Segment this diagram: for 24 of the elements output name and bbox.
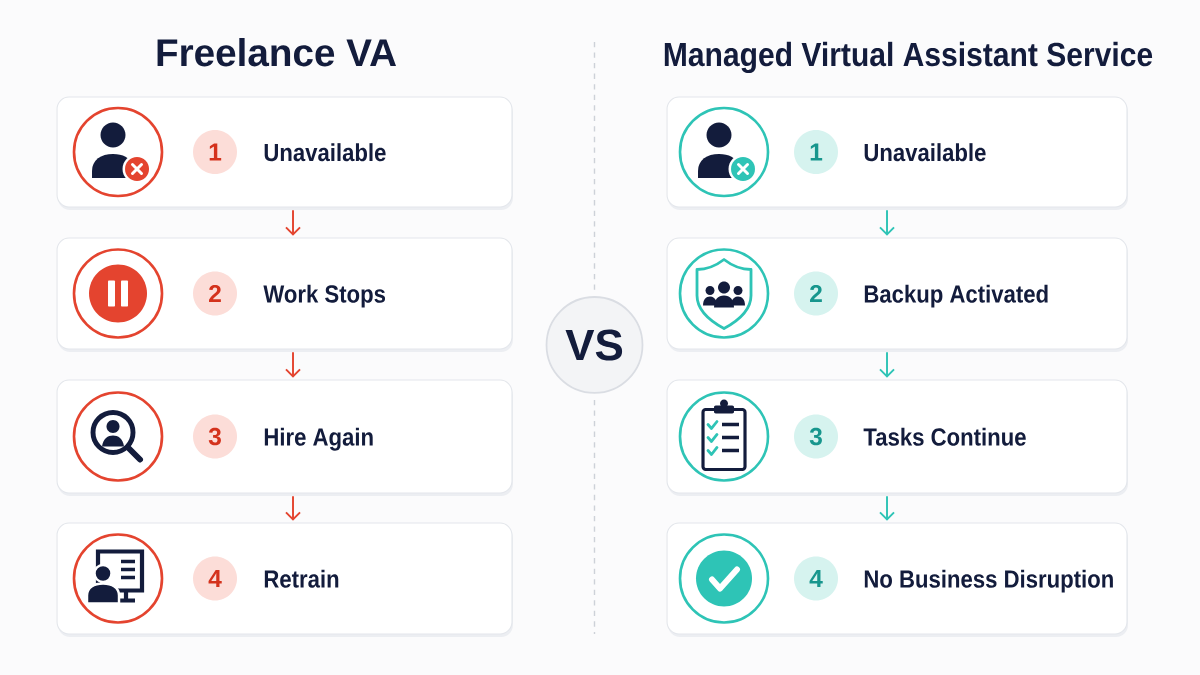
column-heading: Managed Virtual Assistant Service	[664, 41, 1153, 74]
number-badge: 4	[193, 556, 237, 601]
arrow	[879, 351, 895, 378]
step-label: No Business Disruption	[864, 569, 1113, 593]
step-label: Hire Again	[264, 427, 373, 451]
arrow	[285, 209, 301, 236]
number-badge: 1	[193, 130, 237, 174]
number-badge: 1	[794, 130, 838, 174]
column-heading: Freelance VA	[157, 37, 396, 67]
arrow	[285, 351, 301, 378]
number-badge: 3	[193, 414, 237, 459]
number-badge: 4	[794, 556, 838, 601]
arrow	[285, 495, 301, 521]
step-label: Backup Activated	[864, 284, 1048, 308]
number-badge: 2	[794, 271, 838, 316]
arrow	[879, 209, 895, 236]
step-label: Work Stops	[263, 284, 386, 308]
step-label: Retrain	[264, 569, 339, 588]
number-badge: 3	[794, 414, 838, 459]
step-label: Unavailable	[864, 143, 986, 162]
arrow	[879, 495, 895, 521]
step-label: Tasks Continue	[863, 427, 1026, 446]
number-badge: 2	[193, 271, 237, 316]
step-label: Unavailable	[264, 143, 386, 162]
